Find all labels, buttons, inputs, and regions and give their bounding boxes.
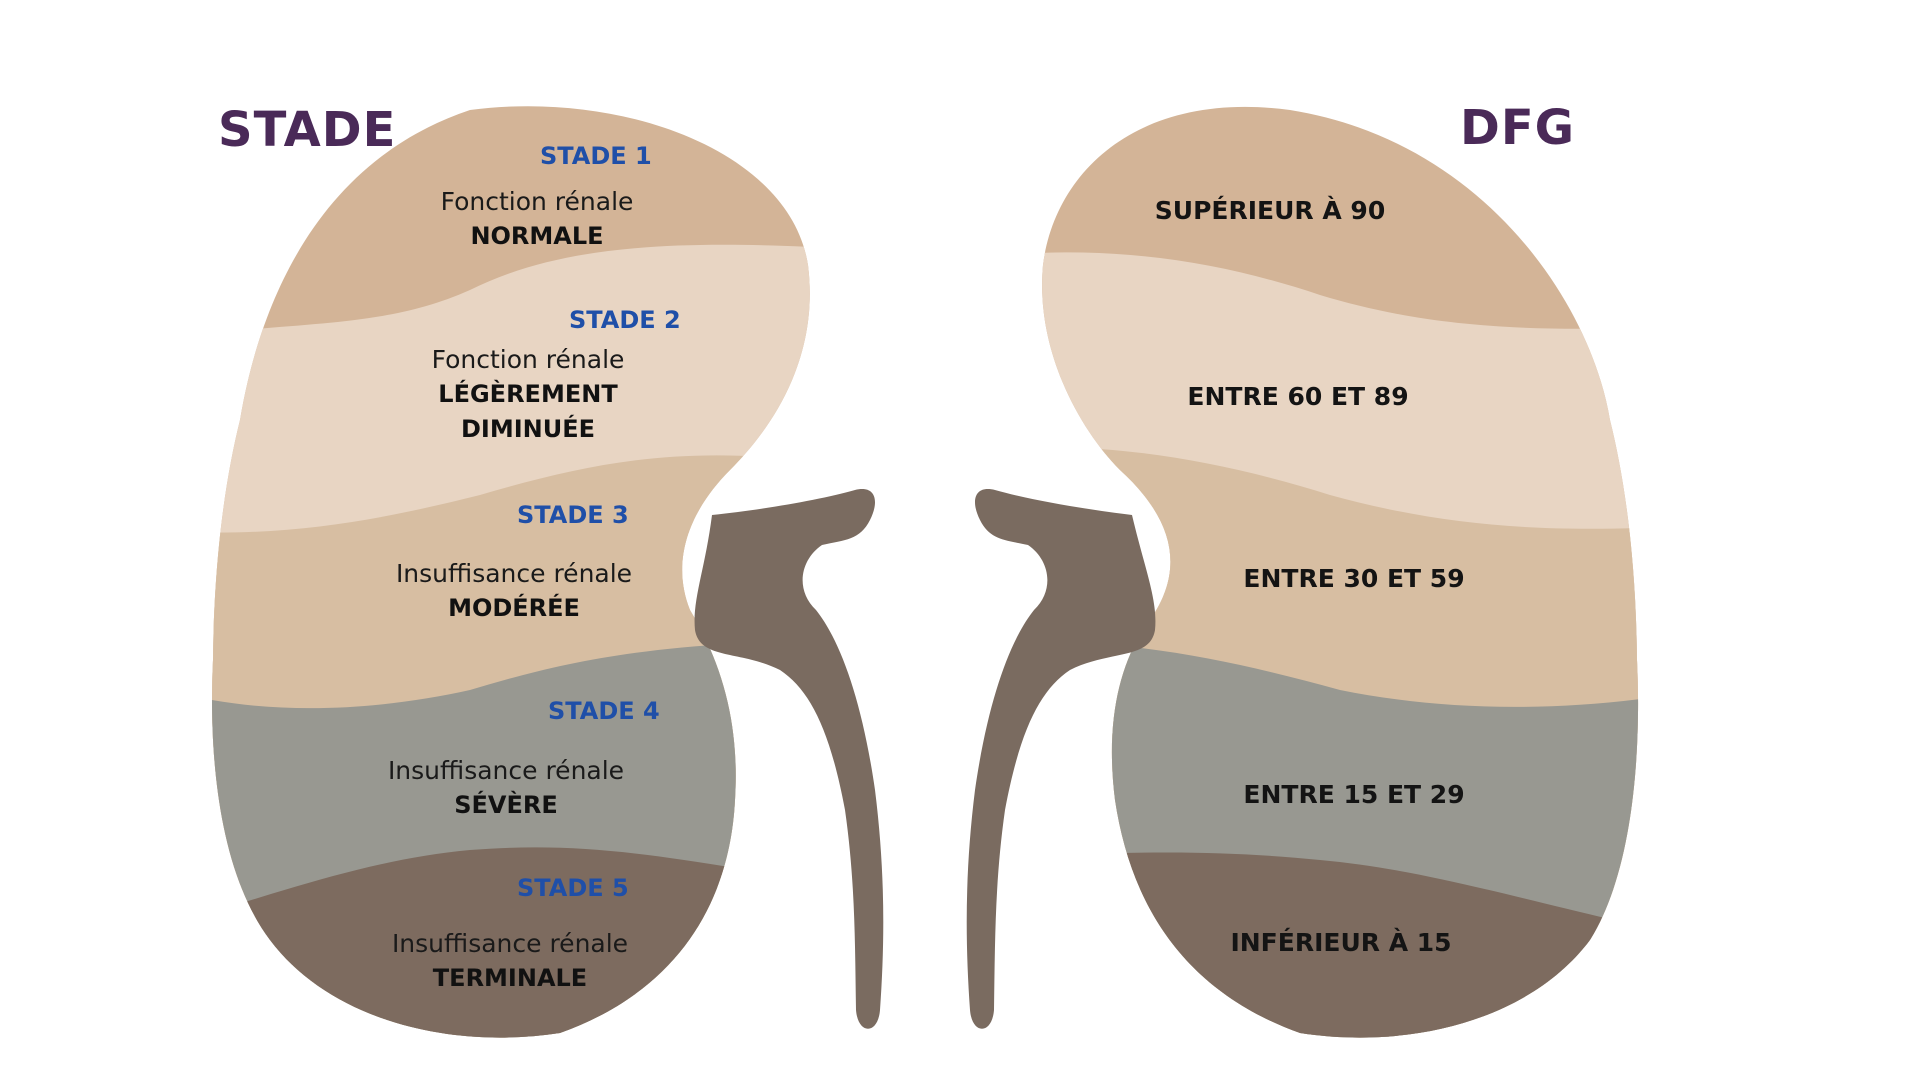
stade-heading: STADE: [218, 102, 397, 158]
stage-3-description: Insuffisance rénale MODÉRÉE: [344, 556, 684, 626]
right-ureter: [966, 489, 1156, 1029]
gfr-range-2: ENTRE 60 ET 89: [1187, 382, 1409, 411]
gfr-range-5: INFÉRIEUR À 15: [1230, 928, 1452, 957]
stage-5-description: Insuffisance rénale TERMINALE: [340, 926, 680, 996]
stage-2-label: STADE 2: [569, 306, 681, 334]
stage-5-desc: Insuffisance rénale: [391, 929, 629, 958]
stage-4-desc: Insuffisance rénale: [387, 756, 625, 785]
left-ureter: [694, 489, 884, 1029]
gfr-range-4: ENTRE 15 ET 29: [1243, 780, 1465, 809]
left-kidney: [212, 106, 810, 1038]
stage-2-severity-line-2: DIMINUÉE: [460, 415, 596, 443]
stage-1-severity: NORMALE: [470, 222, 604, 250]
stage-2-description: Fonction rénale LÉGÈREMENT DIMINUÉE: [358, 342, 698, 447]
gfr-range-3: ENTRE 30 ET 59: [1243, 564, 1465, 593]
stage-4-label: STADE 4: [548, 697, 660, 725]
stage-4-description: Insuffisance rénale SÉVÈRE: [336, 753, 676, 823]
stage-5-severity: TERMINALE: [432, 964, 588, 992]
stage-3-severity: MODÉRÉE: [448, 594, 580, 622]
stage-3-label: STADE 3: [517, 501, 629, 529]
stage-1-description: Fonction rénale NORMALE: [367, 184, 707, 254]
gfr-range-1: SUPÉRIEUR À 90: [1154, 196, 1386, 225]
dfg-heading: DFG: [1460, 100, 1576, 156]
stage-2-severity-line-1: LÉGÈREMENT: [438, 380, 618, 408]
stage-1-desc: Fonction rénale: [440, 187, 634, 216]
stage-5-label: STADE 5: [517, 874, 629, 902]
stage-4-severity: SÉVÈRE: [454, 791, 558, 819]
stage-3-desc: Insuffisance rénale: [395, 559, 633, 588]
stage-1-label: STADE 1: [540, 142, 652, 170]
stage-2-desc: Fonction rénale: [431, 345, 625, 374]
